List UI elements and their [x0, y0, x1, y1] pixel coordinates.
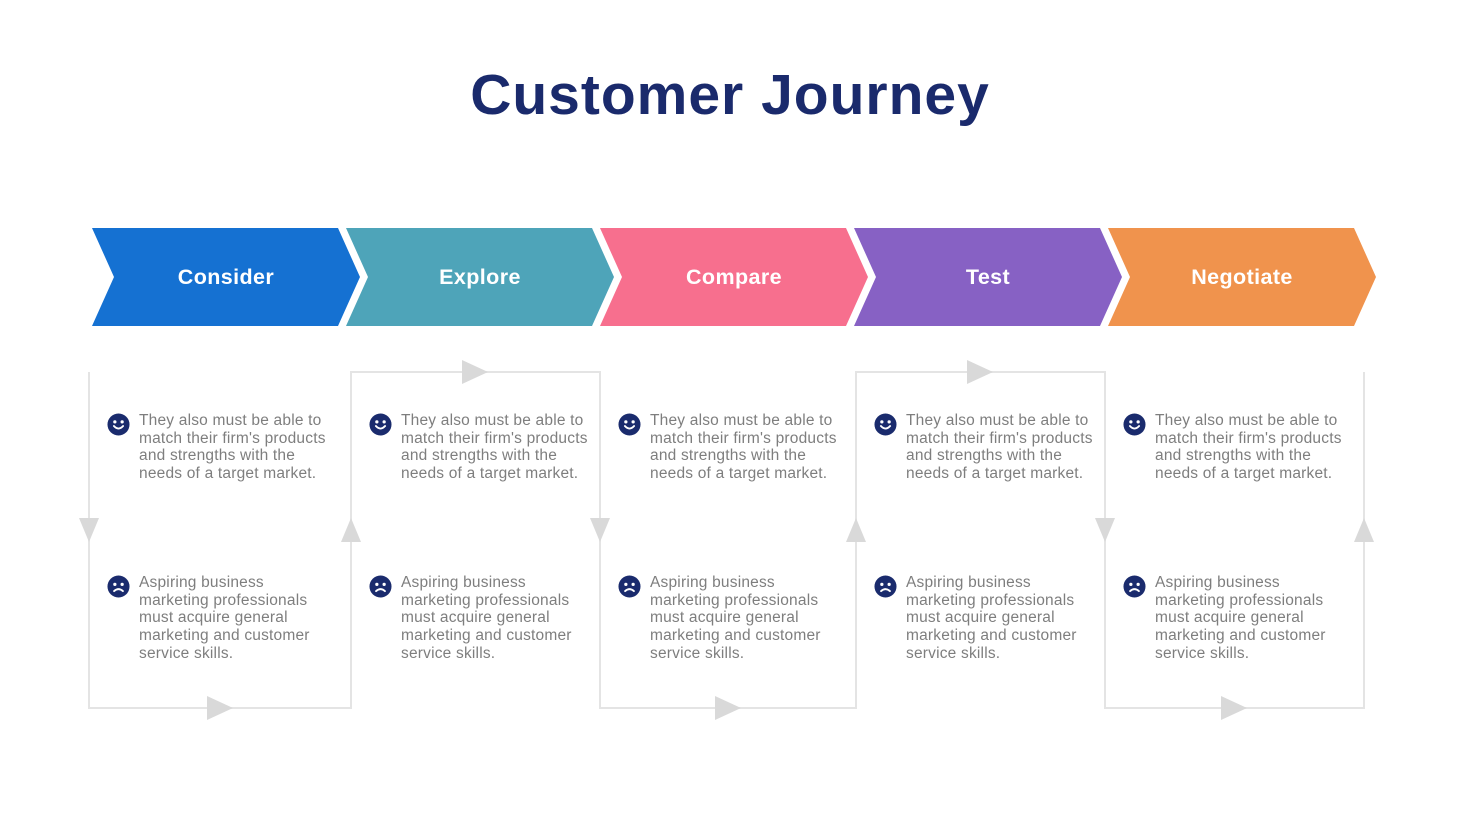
flow-down-triangle-icon [590, 518, 610, 542]
negative-note: Aspiring business marketing professional… [1123, 574, 1343, 662]
flow-right-triangle-icon [462, 360, 488, 384]
happy-face-icon [874, 413, 897, 436]
negative-note-text: Aspiring business marketing professional… [906, 574, 1077, 662]
journey-flow-path-graphic [79, 360, 1374, 720]
positive-note-text: They also must be able to match their fi… [650, 412, 837, 482]
positive-note: They also must be able to match their fi… [618, 412, 838, 483]
sad-face-icon [618, 575, 641, 598]
journey-card-explore: They also must be able to match their fi… [369, 372, 597, 708]
journey-card-compare: They also must be able to match their fi… [618, 372, 846, 708]
negative-note: Aspiring business marketing professional… [369, 574, 589, 662]
flow-up-triangle-icon [1354, 518, 1374, 542]
negative-note-text: Aspiring business marketing professional… [401, 574, 572, 662]
stage-arrows-band: Consider Explore Compare Test Negotiate [88, 228, 1378, 326]
stage-label-negotiate: Negotiate [1191, 265, 1293, 289]
sad-face-icon [1123, 575, 1146, 598]
flow-down-triangle-icon [1095, 518, 1115, 542]
happy-face-icon [618, 413, 641, 436]
positive-note: They also must be able to match their fi… [874, 412, 1094, 483]
positive-note: They also must be able to match their fi… [369, 412, 589, 483]
flow-right-triangle-icon [715, 696, 741, 720]
negative-note: Aspiring business marketing professional… [874, 574, 1094, 662]
stage-label-test: Test [965, 265, 1011, 289]
happy-face-icon [107, 413, 130, 436]
journey-card-consider: They also must be able to match their fi… [107, 372, 335, 708]
sad-face-icon [107, 575, 130, 598]
journey-cards-region: They also must be able to match their fi… [79, 360, 1374, 720]
stage-arrow-test [854, 228, 1122, 326]
positive-note: They also must be able to match their fi… [1123, 412, 1343, 483]
stage-arrows-graphic [92, 228, 1376, 326]
happy-face-icon [1123, 413, 1146, 436]
negative-note-text: Aspiring business marketing professional… [650, 574, 821, 662]
stage-arrow-compare [600, 228, 868, 326]
journey-card-negotiate: They also must be able to match their fi… [1123, 372, 1351, 708]
flow-right-triangle-icon [207, 696, 233, 720]
negative-note: Aspiring business marketing professional… [107, 574, 327, 662]
flow-right-triangle-icon [967, 360, 993, 384]
stage-arrow-negotiate [1108, 228, 1376, 326]
flow-up-triangle-icon [341, 518, 361, 542]
flow-right-triangle-icon [1221, 696, 1247, 720]
positive-note-text: They also must be able to match their fi… [401, 412, 588, 482]
page-title: Customer Journey [470, 63, 990, 127]
happy-face-icon [369, 413, 392, 436]
stage-label-consider: Consider [177, 265, 275, 289]
stage-label-explore: Explore [439, 265, 521, 289]
positive-note-text: They also must be able to match their fi… [906, 412, 1093, 482]
journey-card-test: They also must be able to match their fi… [874, 372, 1102, 708]
positive-note-text: They also must be able to match their fi… [1155, 412, 1342, 482]
negative-note-text: Aspiring business marketing professional… [1155, 574, 1326, 662]
negative-note: Aspiring business marketing professional… [618, 574, 838, 662]
sad-face-icon [874, 575, 897, 598]
positive-note-text: They also must be able to match their fi… [139, 412, 326, 482]
sad-face-icon [369, 575, 392, 598]
stage-arrow-consider [92, 228, 360, 326]
negative-note-text: Aspiring business marketing professional… [139, 574, 310, 662]
stage-label-compare: Compare [686, 265, 782, 289]
positive-note: They also must be able to match their fi… [107, 412, 327, 483]
stage-arrow-explore [346, 228, 614, 326]
flow-down-triangle-icon [79, 518, 99, 542]
flow-up-triangle-icon [846, 518, 866, 542]
